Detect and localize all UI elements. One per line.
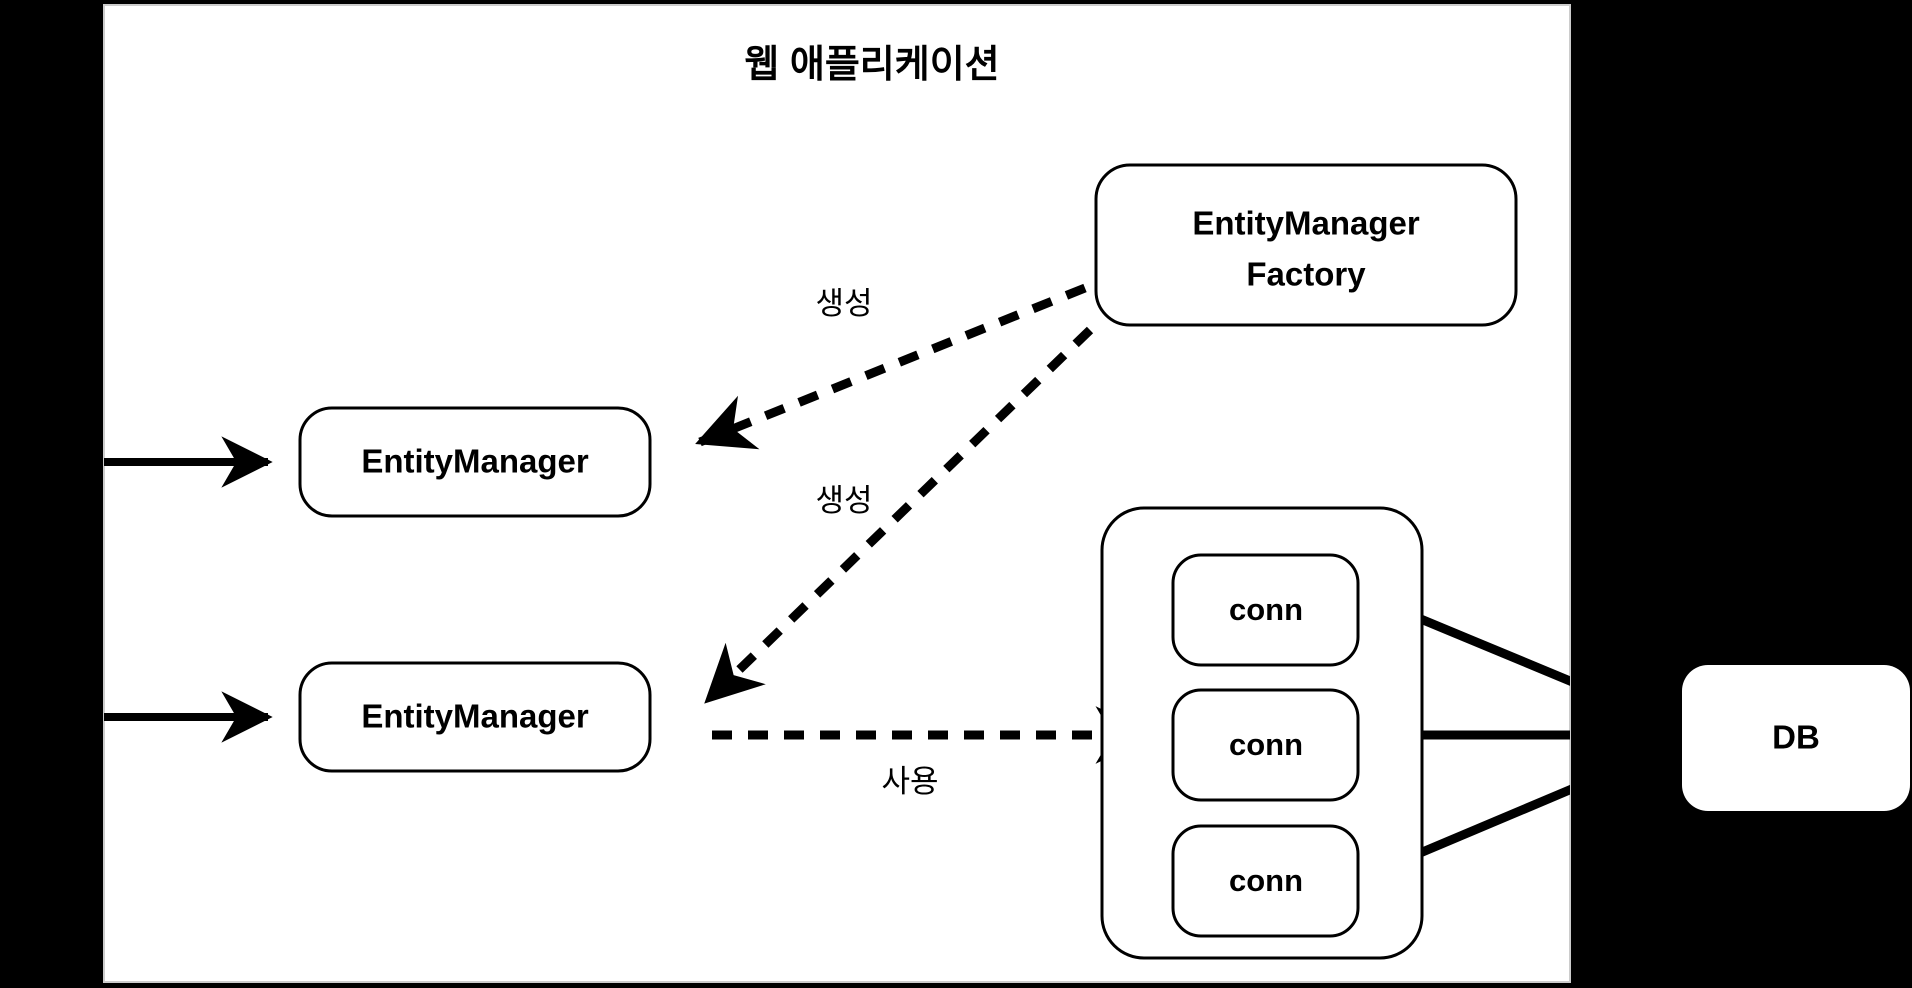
- database-box: [1682, 665, 1910, 811]
- entity-manager-2-box: [298, 661, 652, 773]
- edge-label-create-1: 생성: [815, 286, 872, 321]
- edge-label-use: 사용: [881, 764, 938, 799]
- conn-3-to-database-line: [1373, 784, 1570, 877]
- edge-labels-group: 생성 생성 사용: [815, 286, 938, 799]
- conn-1-node[interactable]: conn: [1171, 553, 1360, 667]
- factory-creates-entity-manager-2-arrow: [704, 326, 1094, 704]
- conn-3-node[interactable]: conn: [1171, 824, 1360, 938]
- entity-manager-factory-node[interactable]: EntityManager Factory: [1094, 163, 1518, 327]
- conn-2-box: [1171, 688, 1360, 802]
- conn-3-box: [1171, 824, 1360, 938]
- database-label: DB: [1772, 719, 1820, 756]
- conn-1-box: [1171, 553, 1360, 667]
- edge-label-create-2: 생성: [815, 483, 872, 518]
- connection-pool-node[interactable]: conn conn conn: [1100, 506, 1424, 960]
- entity-manager-2-node[interactable]: EntityManager: [298, 661, 652, 773]
- entity-manager-1-label: EntityManager: [361, 443, 589, 480]
- entity-manager-1-node[interactable]: EntityManager: [298, 406, 652, 518]
- entity-manager-factory-label-line1: EntityManager: [1192, 205, 1420, 242]
- conn-2-node[interactable]: conn: [1171, 688, 1360, 802]
- entity-manager-factory-label-line2: Factory: [1246, 256, 1366, 293]
- entity-manager-factory-box: [1094, 163, 1518, 327]
- conn-1-to-database-line: [1373, 595, 1570, 686]
- connection-lines-group: [1373, 595, 1570, 877]
- conn-2-label: conn: [1229, 727, 1303, 762]
- conn-1-label: conn: [1229, 592, 1303, 627]
- database-node[interactable]: DB: [1682, 665, 1910, 811]
- entity-manager-2-label: EntityManager: [361, 698, 589, 735]
- conn-3-label: conn: [1229, 863, 1303, 898]
- entity-manager-1-box: [298, 406, 652, 518]
- panel-title: 웹 애플리케이션: [744, 44, 999, 86]
